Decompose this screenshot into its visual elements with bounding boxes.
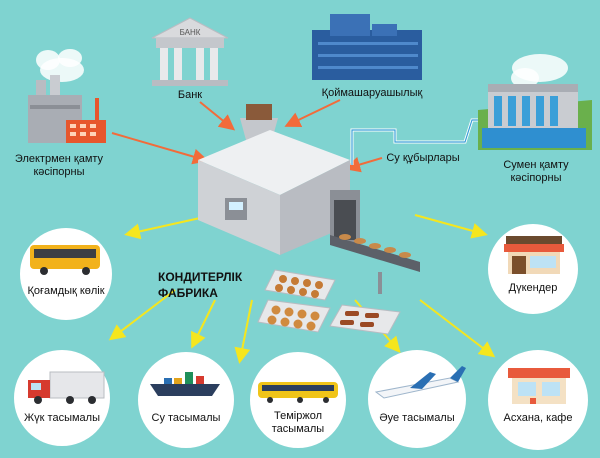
shops-label: Дүкендер xyxy=(508,282,558,294)
water-pipe-inner xyxy=(351,119,510,165)
cafe-icon xyxy=(508,368,570,404)
bank-icon xyxy=(151,17,229,86)
bus-icon xyxy=(30,245,100,275)
ship-label: Су тасымалы xyxy=(151,412,221,424)
pipes-label: Су құбырлары xyxy=(386,152,460,164)
airplane-icon xyxy=(374,366,466,399)
power-label-line1: Электрмен қамту xyxy=(14,153,104,165)
bank-label: Банк xyxy=(177,89,203,101)
arrow-to-ship xyxy=(191,299,216,349)
arrow-to-cafe xyxy=(419,299,496,358)
rail-label-line2: тасымалы xyxy=(271,423,325,435)
power-label-line2: кәсіпорны xyxy=(33,166,85,178)
title-line2: ФАБРИКА xyxy=(158,286,218,300)
arrow-utilities-to-factory xyxy=(284,99,341,128)
rail-label-line1: Теміржол xyxy=(274,410,322,422)
arrow-to-truck xyxy=(108,289,176,341)
water-label-line2: кәсіпорны xyxy=(510,172,562,184)
utility-buildings-icon xyxy=(312,14,422,80)
air-circle xyxy=(368,350,466,448)
bus-circle xyxy=(20,228,112,320)
truck-label: Жүк тасымалы xyxy=(24,412,100,424)
title-line1: КОНДИТЕРЛІК xyxy=(158,270,243,284)
shop-icon xyxy=(504,236,564,274)
water-label-line1: Сумен қамту xyxy=(503,159,569,171)
air-label: Әуе тасымалы xyxy=(379,412,455,424)
factory-icon xyxy=(198,104,420,294)
truck-icon xyxy=(28,371,105,404)
arrow-pipes-to-factory xyxy=(344,156,383,173)
arrow-to-rail xyxy=(234,299,253,364)
cafe-label: Асхана, кафе xyxy=(503,412,573,424)
input-arrows xyxy=(111,99,383,173)
arrow-to-bus xyxy=(124,217,201,240)
output-arrows xyxy=(108,214,496,364)
cookie-trays xyxy=(257,269,401,335)
utilities-label: Қоймашаруашылық xyxy=(321,87,423,99)
bank-sign: БАНК xyxy=(179,28,201,37)
arrow-to-shops xyxy=(414,214,488,239)
arrow-bank-to-factory xyxy=(199,101,236,131)
train-icon xyxy=(258,382,338,403)
ship-circle xyxy=(138,352,234,448)
water-plant-icon xyxy=(478,54,592,150)
bus-label: Қоғамдық көлік xyxy=(27,285,105,297)
ship-icon xyxy=(150,372,220,396)
power-plant-icon xyxy=(28,49,106,143)
arrow-power-to-factory xyxy=(111,132,209,165)
